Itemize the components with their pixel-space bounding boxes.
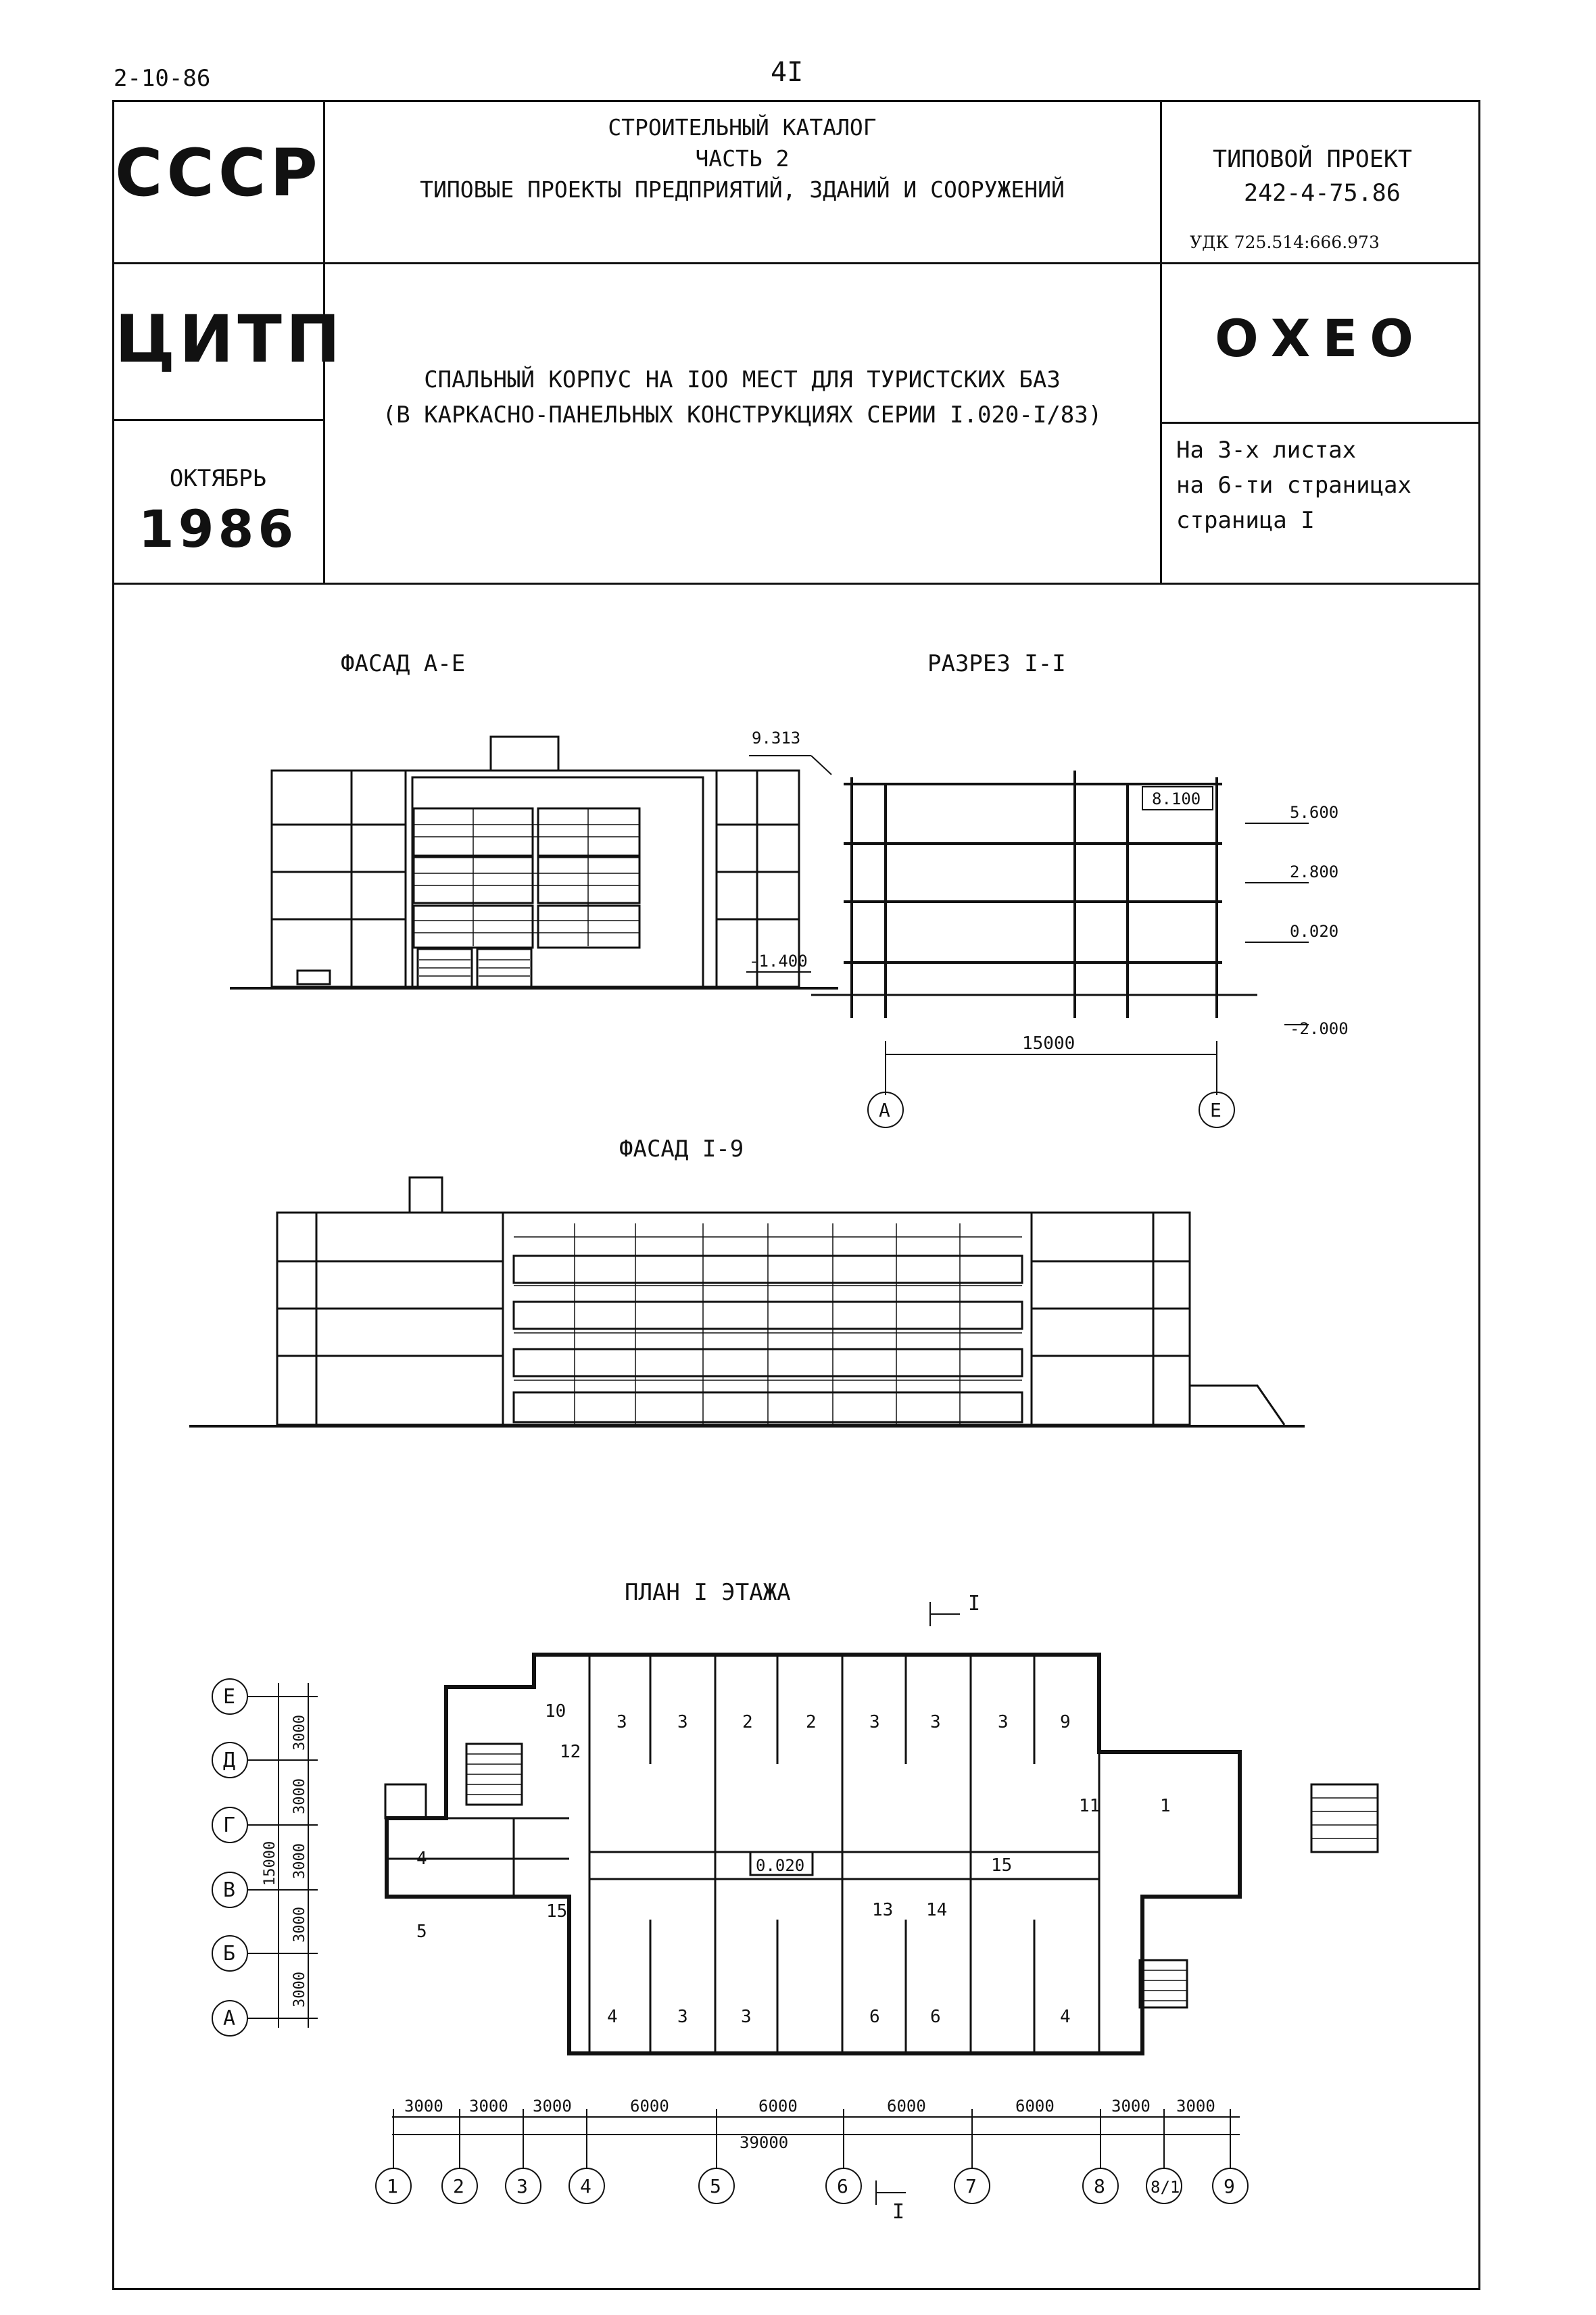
span-label: 15000	[1022, 1033, 1075, 1054]
level-label: 8.100	[1152, 789, 1201, 808]
room-label: 6	[930, 2007, 941, 2027]
room-label: 3	[616, 1712, 627, 1732]
room-label: 2	[806, 1712, 817, 1732]
room-label: 3	[869, 1712, 880, 1732]
room-label: 3	[930, 1712, 941, 1732]
room-label: 2	[742, 1712, 753, 1732]
row-dim: 3000	[291, 1907, 308, 1943]
project-label: ТИПОВОЙ ПРОЕКТ	[1213, 146, 1413, 173]
col-dim: 3000	[1176, 2097, 1215, 2116]
col-dim: 6000	[758, 2097, 798, 2116]
facade-19-title: ФАСАД I-9	[619, 1136, 744, 1163]
level-label: -1.400	[749, 952, 808, 971]
room-label: 14	[926, 1900, 947, 1920]
row-dim: 3000	[291, 1715, 308, 1751]
col-axis: 4	[580, 2175, 591, 2197]
col-dim: 3000	[469, 2097, 508, 2116]
col-axis: 2	[453, 2175, 464, 2197]
room-label: 3	[677, 1712, 688, 1732]
room-label: 10	[545, 1701, 566, 1722]
issue-year: 1986	[138, 499, 298, 559]
level-label: 2.800	[1290, 862, 1338, 881]
country-label: СССР	[115, 135, 322, 211]
room-label: 4	[1060, 2007, 1071, 2027]
sheet-line: На 3-х листах	[1176, 437, 1357, 464]
floor-level: 0.020	[756, 1856, 804, 1875]
catalog-heading: СТРОИТЕЛЬНЫЙ КАТАЛОГ ЧАСТЬ 2 ТИПОВЫЕ ПРО…	[324, 112, 1160, 205]
room-label: 9	[1060, 1712, 1071, 1732]
title-line: СПАЛЬНЫЙ КОРПУС НА IOO МЕСТ ДЛЯ ТУРИСТСК…	[424, 366, 1061, 393]
project-number: 242-4-75.86	[1244, 180, 1401, 207]
col-axis: 1	[387, 2175, 398, 2197]
room-label: 3	[677, 2007, 688, 2027]
col-dim: 3000	[404, 2097, 443, 2116]
axis-label: Е	[1210, 1099, 1222, 1121]
cut-mark: I	[968, 1592, 980, 1615]
row-axis: Г	[223, 1813, 235, 1837]
room-label: 15	[546, 1901, 567, 1922]
room-label: 4	[607, 2007, 618, 2027]
section-title: РАЗРЕЗ I-I	[927, 650, 1066, 677]
col-axis: 3	[516, 2175, 528, 2197]
col-dim: 6000	[1015, 2097, 1055, 2116]
row-axis: Е	[223, 1685, 235, 1709]
row-axis: А	[223, 2007, 235, 2030]
title-line: (В КАРКАСНО-ПАНЕЛЬНЫХ КОНСТРУКЦИЯХ СЕРИИ…	[382, 401, 1103, 429]
catalog-line: ЧАСТЬ 2	[695, 145, 790, 172]
plan-title: ПЛАН I ЭТАЖА	[625, 1579, 791, 1606]
level-label: 5.600	[1290, 803, 1338, 822]
col-axis: 6	[837, 2175, 848, 2197]
col-axis: 8	[1094, 2175, 1105, 2197]
room-label: 1	[1160, 1796, 1171, 1816]
room-label: 11	[1079, 1796, 1100, 1816]
catalog-line: ТИПОВЫЕ ПРОЕКТЫ ПРЕДПРИЯТИЙ, ЗДАНИЙ И СО…	[420, 176, 1065, 203]
col-dim: 3000	[533, 2097, 572, 2116]
row-dim: 3000	[291, 1843, 308, 1879]
level-label: 0.020	[1290, 922, 1338, 941]
col-axis: 7	[965, 2175, 977, 2197]
agency-label: ЦИТП	[115, 301, 345, 377]
sheet-line: на 6-ти страницах	[1176, 472, 1411, 499]
classification-code: ОХЕО	[1215, 308, 1426, 368]
col-axis: 8/1	[1151, 2178, 1180, 2197]
issue-month: ОКТЯБРЬ	[169, 465, 267, 492]
sheet-info: На 3-х листах на 6-ти страницах страница…	[1176, 433, 1411, 538]
col-axis: 9	[1224, 2175, 1235, 2197]
facade-ae-title: ФАСАД А-Е	[341, 650, 466, 677]
col-axis: 5	[710, 2175, 721, 2197]
room-label: 6	[869, 2007, 880, 2027]
axis-label: А	[879, 1099, 890, 1121]
page-number: 4I	[771, 57, 804, 88]
row-axis: В	[223, 1878, 235, 1902]
row-dim: 3000	[291, 1972, 308, 2007]
room-label: 4	[416, 1849, 427, 1869]
room-label: 3	[998, 1712, 1009, 1732]
catalog-line: СТРОИТЕЛЬНЫЙ КАТАЛОГ	[608, 114, 877, 141]
sheet-line: страница I	[1176, 507, 1315, 534]
cut-mark: I	[892, 2200, 904, 2224]
document-code: 2-10-86	[114, 65, 211, 92]
total-length: 39000	[740, 2133, 788, 2152]
room-label: 3	[741, 2007, 752, 2027]
col-dim: 6000	[887, 2097, 926, 2116]
row-dim: 3000	[291, 1778, 308, 1814]
project-title: СПАЛЬНЫЙ КОРПУС НА IOO МЕСТ ДЛЯ ТУРИСТСК…	[324, 362, 1160, 433]
row-axis: Б	[223, 1942, 235, 1966]
total-depth: 15000	[262, 1841, 279, 1886]
level-label: 9.313	[752, 729, 800, 748]
row-axis: Д	[223, 1749, 235, 1772]
room-label: 15	[991, 1855, 1012, 1876]
room-label: 13	[872, 1900, 893, 1920]
udk-code: УДК 725.514:666.973	[1190, 233, 1380, 252]
level-label: -2.000	[1290, 1019, 1349, 1038]
room-label: 5	[416, 1922, 427, 1942]
col-dim: 6000	[630, 2097, 669, 2116]
room-label: 12	[560, 1742, 581, 1762]
col-dim: 3000	[1111, 2097, 1151, 2116]
